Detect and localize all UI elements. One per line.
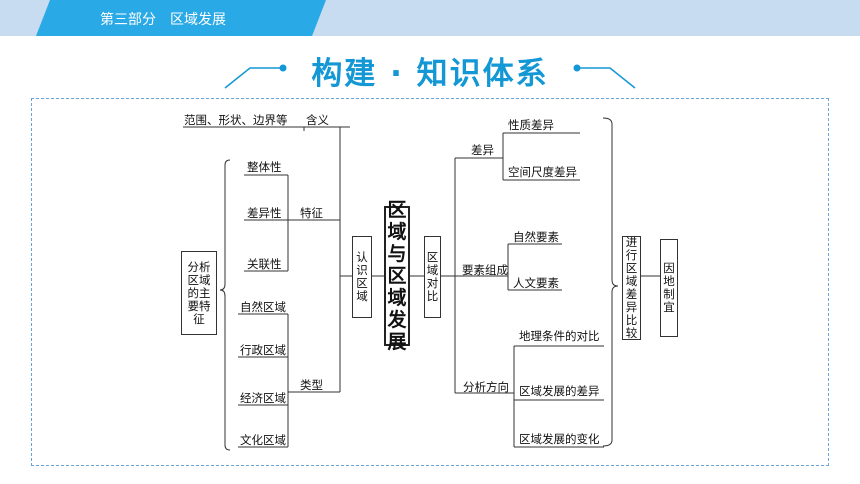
type-item: 自然区域 <box>240 300 286 314</box>
trait-item: 差异性 <box>247 206 282 220</box>
trait-item: 整体性 <box>247 160 282 174</box>
elements-label: 要素组成 <box>462 263 508 277</box>
type-item: 经济区域 <box>240 391 286 405</box>
traits-label: 特征 <box>300 206 323 220</box>
direction-item: 地理条件的对比 <box>519 329 600 343</box>
meaning-label: 含义 <box>306 113 329 127</box>
compare-region-box: 区域对比 <box>424 236 441 318</box>
central-topic-box: 区域与区域发展 <box>384 199 410 353</box>
heading-banner: 构建 · 知识体系 <box>0 46 860 92</box>
direction-item: 区域发展的差异 <box>519 384 600 398</box>
type-item: 行政区域 <box>240 343 286 357</box>
difference-label: 差异 <box>471 143 494 157</box>
section-title: 第三部分 区域发展 <box>100 12 226 28</box>
element-item: 自然要素 <box>513 230 559 244</box>
heading-title: 构建 · 知识体系 <box>311 56 549 92</box>
difference-item: 性质差异 <box>508 118 554 132</box>
type-item: 文化区域 <box>240 433 286 447</box>
difference-item: 空间尺度差异 <box>508 165 577 179</box>
scope-label: 范围、形状、边界等 <box>184 113 288 127</box>
trait-item: 关联性 <box>247 257 282 271</box>
direction-item: 区域发展的变化 <box>519 432 600 446</box>
compare-difference-box: 进行区域差异比较 <box>622 236 641 340</box>
direction-label: 分析方向 <box>463 380 509 394</box>
adapt-to-local-box: 因地制宜 <box>660 239 678 337</box>
understand-region-box: 认识区域 <box>352 236 372 318</box>
top-bar: 第三部分 区域发展 <box>0 0 860 36</box>
section-tab <box>36 0 326 36</box>
element-item: 人文要素 <box>513 276 559 290</box>
diagram-frame <box>31 98 829 466</box>
types-label: 类型 <box>300 378 323 392</box>
features-box: 分析区域的主要特征 <box>181 251 217 335</box>
heading-decoration <box>224 64 636 89</box>
